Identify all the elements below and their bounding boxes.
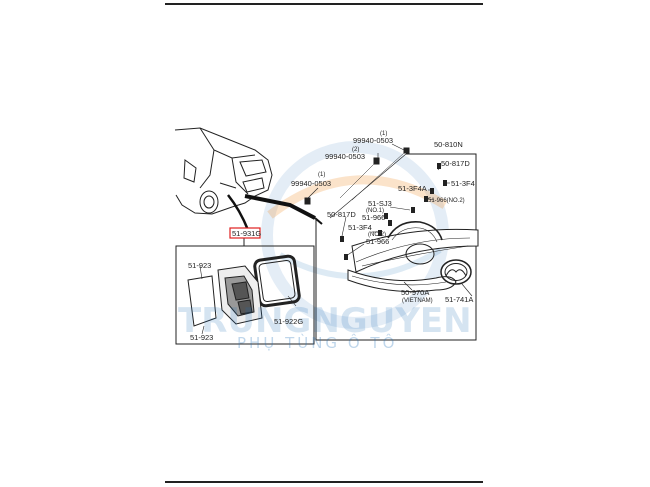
bottom-rule [165,481,483,483]
label-no1: (NO.1) [366,208,384,214]
mazda-emblem [440,259,473,297]
label-vietnam: (VIETNAM) [402,298,433,304]
car-illustration [174,127,273,215]
bolts [304,143,410,205]
label-51931g: 51-931G [232,229,261,238]
label-51sj3: 51-SJ3 [368,199,392,208]
bolt1-code: 99940-0503 [353,136,393,145]
watermark-tagline: PHỤ TÙNG Ô TÔ [237,333,397,352]
label-51923-top: 51-923 [188,261,211,270]
label-51966-no2: 51-966(NO.2) [428,198,465,204]
label-51923-bottom: 51-923 [190,333,213,342]
label-51966-b: 51-966 [366,237,389,246]
label-513f4-b: 51-3F4 [348,223,372,232]
label-51741a: 51-741A [445,295,473,304]
label-50810n: 50-810N [434,140,463,149]
leader-lines [341,165,450,291]
bolt3-code: 99940-0503 [291,179,331,188]
bolt2-qty: (2) [352,147,359,153]
bolt2-code: 99940-0503 [325,152,365,161]
label-51966-a: 51-966 [362,213,385,222]
label-513f4a: 51-3F4A [398,184,427,193]
top-rule [165,3,483,5]
left-parts-box [175,227,315,345]
highlight-box [229,227,261,239]
clips [340,163,447,260]
label-51922g: 51-922G [274,317,303,326]
label-no2: (NO.2) [368,232,386,238]
bolt1-qty: (1) [380,131,387,137]
label-50970a: 50-970A [401,288,429,297]
right-parts-box [315,153,479,341]
bolt3-qty: (1) [318,172,325,178]
label-513f4: 51-3F4 [451,179,475,188]
label-50817d-left: 50-817D [327,210,356,219]
watermark-brand: TRUNGNGUYEN [178,301,472,341]
label-50817d-top: 50-817D [441,159,470,168]
